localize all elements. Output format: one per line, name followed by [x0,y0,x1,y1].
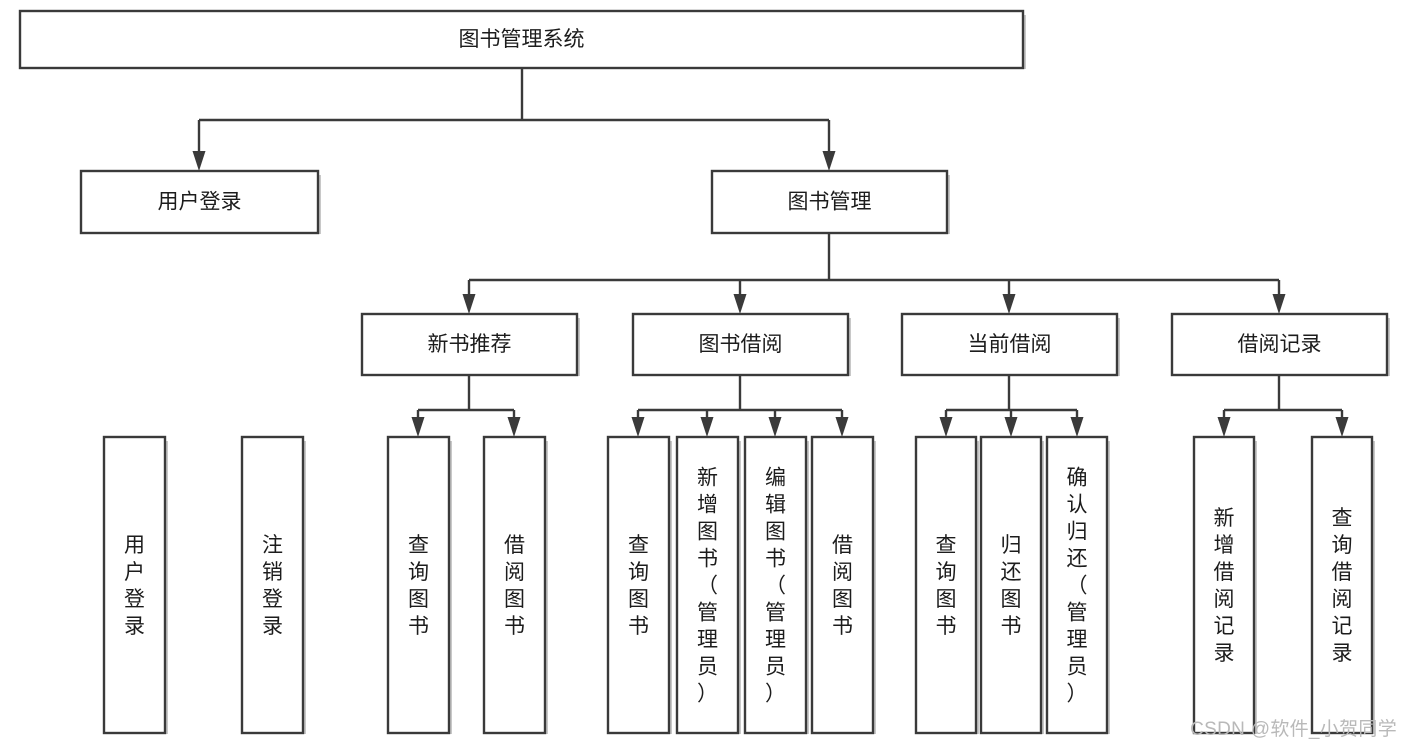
node-box[interactable] [482,435,547,735]
node-box[interactable] [1170,312,1389,377]
node-leaf-add-book[interactable]: 新增图书（管理员） [675,435,741,735]
node-current-borrow[interactable]: 当前借阅 [900,312,1120,377]
node-root[interactable]: 图书管理系统 [18,9,1026,70]
connector-arrowhead-icon [462,294,476,314]
node-book-borrow[interactable]: 图书借阅 [631,312,851,377]
node-leaf-query-book-1[interactable]: 查询图书 [386,435,452,735]
node-box[interactable] [360,312,579,377]
node-label: 归还图书 [1001,534,1022,638]
connector-arrowhead-icon [822,151,836,171]
node-leaf-borrow-book-2[interactable]: 借阅图书 [810,435,876,735]
node-leaf-query-book-2[interactable]: 查询图书 [606,435,672,735]
node-box[interactable] [743,435,808,735]
connector-group-current-borrow [939,375,1084,437]
connector-arrowhead-icon [700,417,714,437]
node-label: 编辑图书（管理员） [765,467,786,706]
node-label: 新增图书（管理员） [697,467,718,706]
node-box[interactable] [240,435,305,735]
connector-arrowhead-icon [1272,294,1286,314]
node-box[interactable] [18,9,1025,70]
node-label: 用户登录 [124,534,145,638]
node-label: 当前借阅 [968,333,1052,356]
node-label: 新书推荐 [428,333,512,356]
watermark-label: CSDN @软件_小贺同学 [1190,719,1397,740]
node-label: 查询图书 [408,534,429,638]
connector-arrowhead-icon [1070,417,1084,437]
node-box[interactable] [979,435,1043,735]
connector-group-new-book-rec [411,375,521,437]
node-box[interactable] [1310,435,1374,735]
node-book-manage[interactable]: 图书管理 [710,169,950,235]
node-label: 借阅图书 [832,534,853,638]
node-user-login[interactable]: 用户登录 [79,169,321,235]
node-box[interactable] [914,435,978,735]
node-label: 图书借阅 [699,333,783,356]
connector-arrowhead-icon [411,417,425,437]
node-label: 新增借阅记录 [1214,507,1235,665]
connector-arrowhead-icon [507,417,521,437]
node-label: 用户登录 [158,191,242,214]
connector-group-root [192,68,836,171]
node-leaf-user-login[interactable]: 用户登录 [102,435,168,735]
node-label: 注销登录 [262,534,283,638]
node-label: 借阅记录 [1238,333,1322,356]
node-box[interactable] [102,435,167,735]
node-leaf-borrow-book-1[interactable]: 借阅图书 [482,435,548,735]
node-new-book-rec[interactable]: 新书推荐 [360,312,580,377]
node-box[interactable] [631,312,850,377]
node-box[interactable] [1192,435,1256,735]
node-leaf-logout[interactable]: 注销登录 [240,435,306,735]
connector-arrowhead-icon [1002,294,1016,314]
connector-arrowhead-icon [1335,417,1349,437]
connector-group-book-manage [462,233,1286,314]
connector-arrowhead-icon [1217,417,1231,437]
node-label: 查询借阅记录 [1332,507,1353,665]
node-leaf-add-record[interactable]: 新增借阅记录 [1192,435,1257,735]
node-leaf-query-book-3[interactable]: 查询图书 [914,435,979,735]
connector-arrowhead-icon [631,417,645,437]
node-label: 图书管理系统 [459,28,585,51]
node-layer: 图书管理系统用户登录图书管理新书推荐图书借阅当前借阅借阅记录用户登录注销登录查询… [18,9,1390,735]
connector-arrowhead-icon [939,417,953,437]
connector-arrowhead-icon [768,417,782,437]
node-label: 查询图书 [936,534,957,638]
connector-arrowhead-icon [835,417,849,437]
connector-arrowhead-icon [1004,417,1018,437]
connector-arrowhead-icon [192,151,206,171]
node-leaf-query-record[interactable]: 查询借阅记录 [1310,435,1375,735]
node-box[interactable] [1045,435,1109,735]
node-box[interactable] [810,435,875,735]
node-box[interactable] [606,435,671,735]
node-label: 确认归还（管理员） [1067,467,1088,706]
node-leaf-return-book[interactable]: 归还图书 [979,435,1044,735]
node-box[interactable] [386,435,451,735]
connector-group-borrow-record [1217,375,1349,437]
node-box[interactable] [79,169,320,235]
node-borrow-record[interactable]: 借阅记录 [1170,312,1390,377]
connector-group-book-borrow [631,375,849,437]
node-label: 借阅图书 [504,534,525,638]
node-label: 查询图书 [628,534,649,638]
node-box[interactable] [710,169,949,235]
connector-layer [192,68,1349,437]
node-box[interactable] [900,312,1119,377]
connector-arrowhead-icon [733,294,747,314]
node-label: 图书管理 [788,191,872,214]
node-leaf-confirm-return[interactable]: 确认归还（管理员） [1045,435,1110,735]
node-leaf-edit-book[interactable]: 编辑图书（管理员） [743,435,809,735]
node-box[interactable] [675,435,740,735]
